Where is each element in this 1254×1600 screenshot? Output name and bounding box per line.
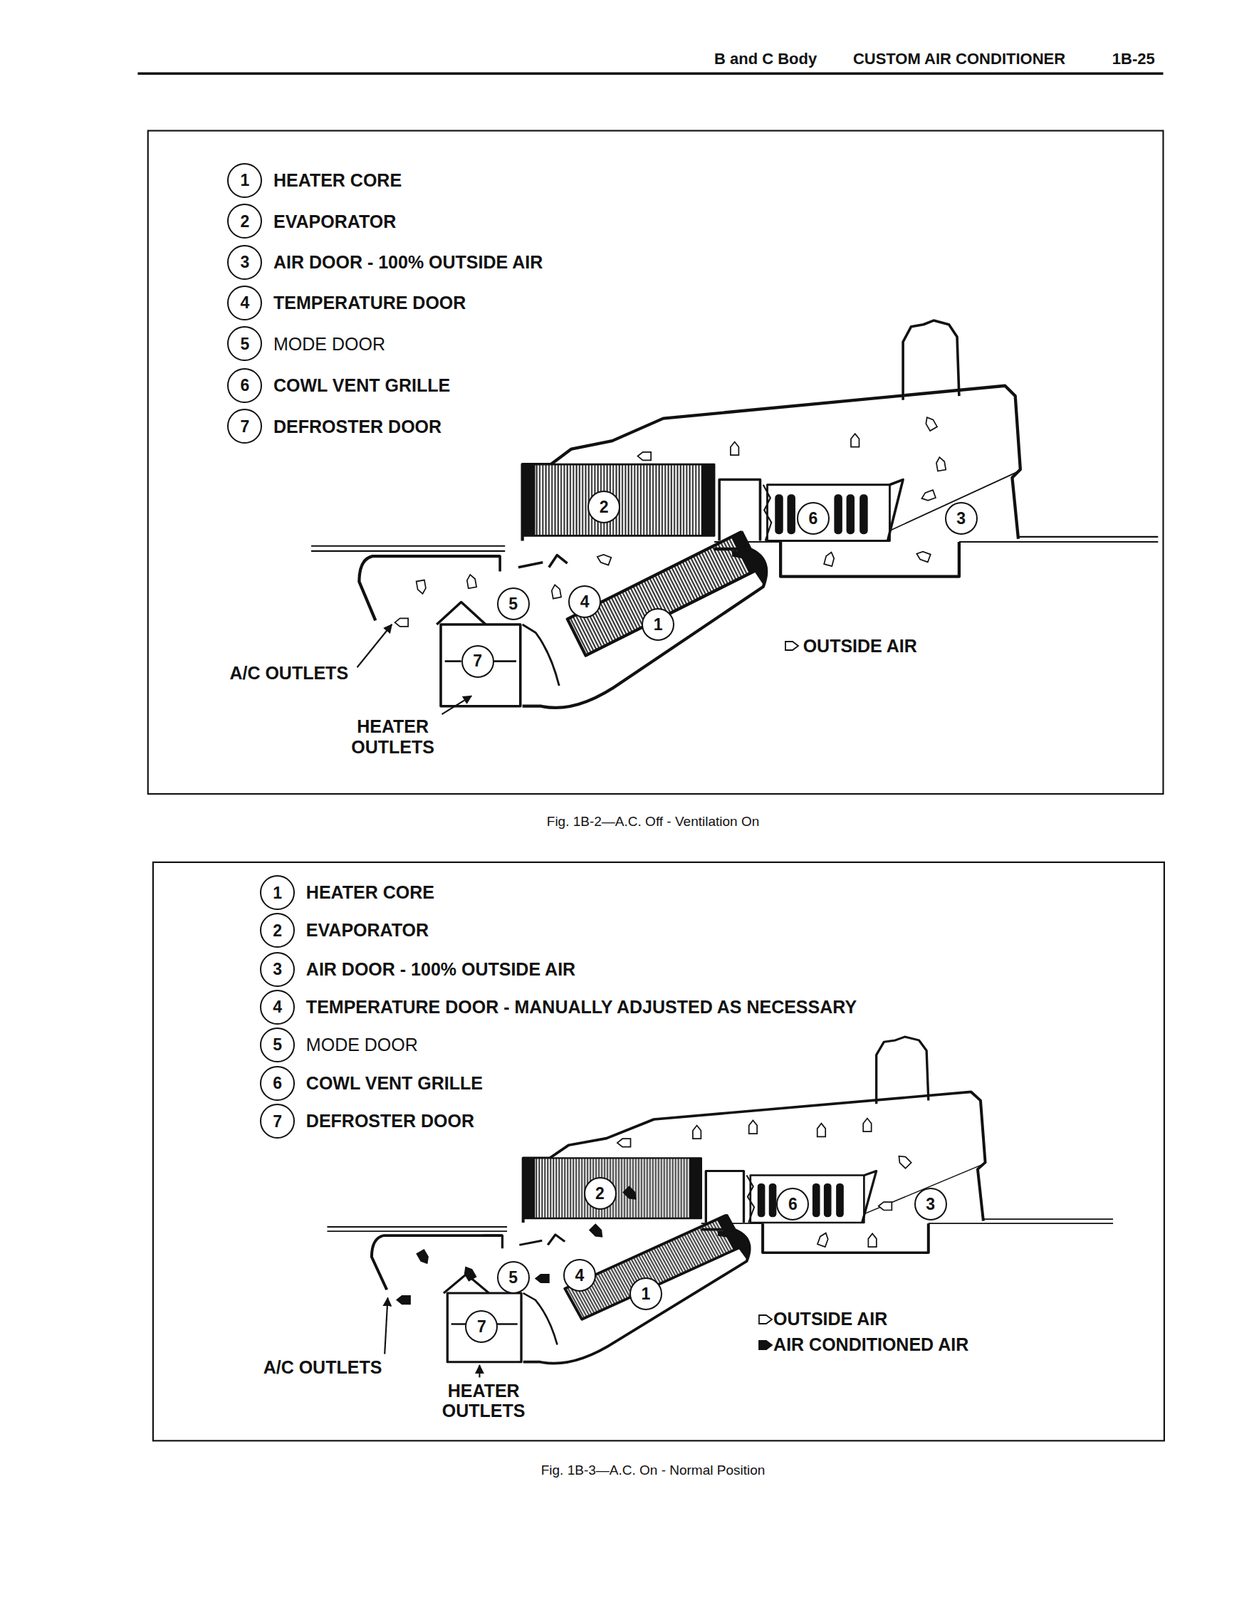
key-number: 7 [227,408,263,444]
drawing-part [923,415,938,431]
key-number: 5 [259,1027,295,1063]
key-text: COWL VENT GRILLE [273,375,451,396]
drawing-part [441,695,472,715]
drawing-part [868,1233,876,1247]
drawing-part [895,1153,911,1169]
callout-number: 3 [914,1187,948,1221]
drawing-part [416,1249,431,1266]
airflow-symbol [784,639,800,653]
key-text: TEMPERATURE DOOR - MANUALLY ADJUSTED AS … [306,996,857,1018]
outlet-label: A/C OUTLETS [263,1357,383,1378]
callout-number: 2 [587,490,621,524]
legend-text: OUTSIDE AIR [803,635,918,657]
key-number: 4 [227,285,263,321]
key-text: TEMPERATURE DOOR [273,292,466,314]
airflow-symbol-shape [759,1340,772,1350]
figure-frame [153,862,1165,1441]
drawing-part [920,489,936,503]
outlet-label: A/C OUTLETS [229,662,349,684]
key-number: 7 [259,1103,295,1139]
drawing-part [623,1186,639,1202]
key-number: 6 [227,368,263,404]
drawing-part [823,551,836,567]
figure-frame [148,131,1164,794]
drawing-part [596,553,611,566]
callout-number: 1 [641,608,675,641]
drawing-part [817,1231,830,1247]
drawing-part [863,1118,871,1133]
key-text: HEATER CORE [273,170,402,191]
header-text: B and C Body [714,49,817,68]
drawing-part [817,1123,826,1138]
drawing-part [749,1120,757,1134]
key-number: 1 [227,163,263,198]
drawing-part [915,549,930,562]
key-number: 3 [259,952,295,987]
key-number: 5 [227,326,263,362]
airflow-symbol [757,1313,774,1326]
drawing-part [692,1125,701,1140]
drawing-part [396,1296,411,1304]
figure-caption: Fig. 1B-2—A.C. Off - Ventilation On [546,813,760,830]
outlet-label: HEATER OUTLETS [346,716,440,758]
key-text: AIR DOOR - 100% OUTSIDE AIR [306,959,576,980]
drawing-part [730,442,739,456]
drawing-part [395,618,409,626]
key-text: EVAPORATOR [273,211,396,233]
airflow-arrows [395,415,947,1304]
airflow-symbol-shape [759,1315,772,1324]
outlet-label: HEATER OUTLETS [437,1380,530,1423]
callout-number: 5 [497,1261,530,1294]
drawing-part [357,624,393,668]
callout-number: 4 [563,1258,597,1292]
key-text: MODE DOOR [273,333,386,355]
key-number: 6 [259,1066,295,1101]
key-text: EVAPORATOR [306,920,429,941]
key-number: 1 [259,875,295,911]
airflow-symbol-shape [785,641,799,651]
airflow-symbol [757,1338,774,1352]
drawing-part [466,573,478,589]
drawing-part [384,1298,388,1355]
key-number: 2 [259,912,295,948]
callout-number: 6 [776,1187,809,1221]
key-number: 2 [227,203,263,239]
key-text: DEFROSTER DOOR [273,416,442,438]
key-number: 4 [259,989,295,1025]
drawing-part [850,433,859,448]
legend-text: AIR CONDITIONED AIR [773,1334,969,1356]
drawing-part [416,580,428,595]
legend-text: OUTSIDE AIR [773,1308,888,1330]
callout-number: 1 [629,1277,663,1311]
drawing-part [935,456,947,471]
drawing-part [462,1265,476,1282]
drawing-part [638,452,652,461]
callout-number: 7 [464,1310,498,1344]
drawing-part [535,1274,550,1283]
header-text: 1B-25 [1112,49,1156,68]
drawing-part [551,583,562,599]
callout-number: 6 [796,502,830,535]
callout-number: 7 [461,645,495,678]
callout-number: 5 [497,587,530,621]
figure-caption: Fig. 1B-3—A.C. On - Normal Position [541,1462,766,1479]
drawing-part [617,1138,631,1147]
callout-number: 3 [944,502,978,535]
key-text: COWL VENT GRILLE [306,1073,483,1094]
header-rule [137,72,1163,76]
drawing-part [589,1224,605,1240]
drawing-part [878,1202,893,1210]
key-text: DEFROSTER DOOR [306,1110,475,1132]
callout-number: 4 [568,585,602,619]
key-text: AIR DOOR - 100% OUTSIDE AIR [273,252,543,273]
callout-number: 2 [583,1177,617,1210]
header-text: CUSTOM AIR CONDITIONER [853,49,1066,68]
drawing-part [478,1365,480,1378]
key-text: HEATER CORE [306,882,435,903]
key-text: MODE DOOR [306,1034,418,1056]
key-number: 3 [227,244,263,280]
